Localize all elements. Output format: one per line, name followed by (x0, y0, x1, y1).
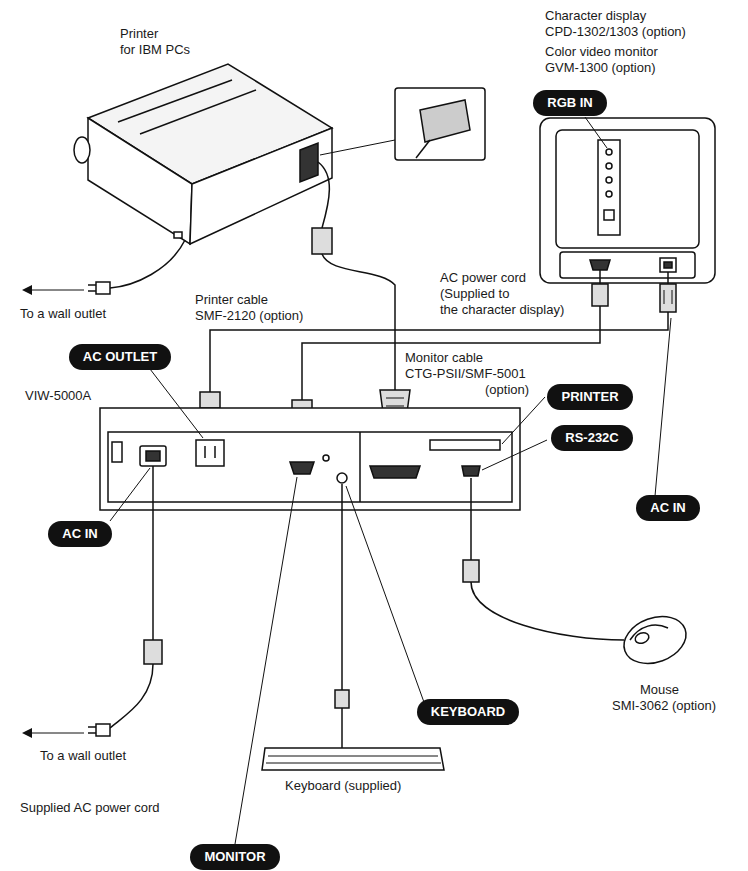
port-tag: AC IN (48, 521, 111, 547)
port-tag: AC IN (636, 495, 699, 521)
viw-back-panel (100, 369, 547, 844)
port-name: RGB IN (547, 95, 593, 110)
mouse-drawing (463, 478, 693, 672)
monitor-drawing (540, 117, 715, 283)
caption-label: the character display) (440, 302, 564, 318)
caption-label: Monitor cable (405, 350, 483, 366)
port-name: MONITOR (204, 849, 265, 864)
printer-cable (312, 162, 410, 420)
port-name: AC IN (650, 500, 685, 515)
caption-label: CTG-PSII/SMF-5001 (405, 366, 526, 382)
caption-label: CPD-1302/1303 (option) (545, 24, 686, 40)
keyboard-drawing (262, 484, 444, 770)
caption-label: Printer cable (195, 292, 268, 308)
caption-label: Printer (120, 26, 158, 42)
caption-label: (Supplied to (440, 286, 509, 302)
caption-label: AC power cord (440, 270, 526, 286)
port-name: RS-232C (565, 430, 618, 445)
port-name: KEYBOARD (431, 704, 505, 719)
port-name: PRINTER (561, 389, 618, 404)
caption-label: Mouse (640, 682, 679, 698)
caption-label: VIW-5000A (25, 388, 91, 404)
caption-label: SMF-2120 (option) (195, 308, 303, 324)
caption-label: Supplied AC power cord (20, 800, 159, 816)
port-tag: KEYBOARD (417, 699, 519, 725)
caption-label: GVM-1300 (option) (545, 60, 656, 76)
printer-drawing (22, 64, 332, 295)
port-name: AC IN (62, 526, 97, 541)
port-name: AC OUTLET (83, 349, 157, 364)
port-tag: MONITOR (190, 844, 279, 870)
port-tag: RGB IN (533, 90, 607, 116)
caption-label: Keyboard (supplied) (285, 778, 401, 794)
ac-cord (22, 466, 162, 738)
caption-label: Character display (545, 8, 646, 24)
caption-label: To a wall outlet (40, 748, 126, 764)
caption-label: To a wall outlet (20, 306, 106, 322)
caption-label: for IBM PCs (120, 42, 190, 58)
port-tag: AC OUTLET (69, 344, 171, 370)
connector-inset (320, 88, 485, 160)
port-tag: RS-232C (551, 425, 632, 451)
caption-label: Color video monitor (545, 44, 658, 60)
caption-label: (option) (485, 382, 529, 398)
port-tag: PRINTER (547, 384, 632, 410)
caption-label: SMI-3062 (option) (612, 698, 716, 714)
